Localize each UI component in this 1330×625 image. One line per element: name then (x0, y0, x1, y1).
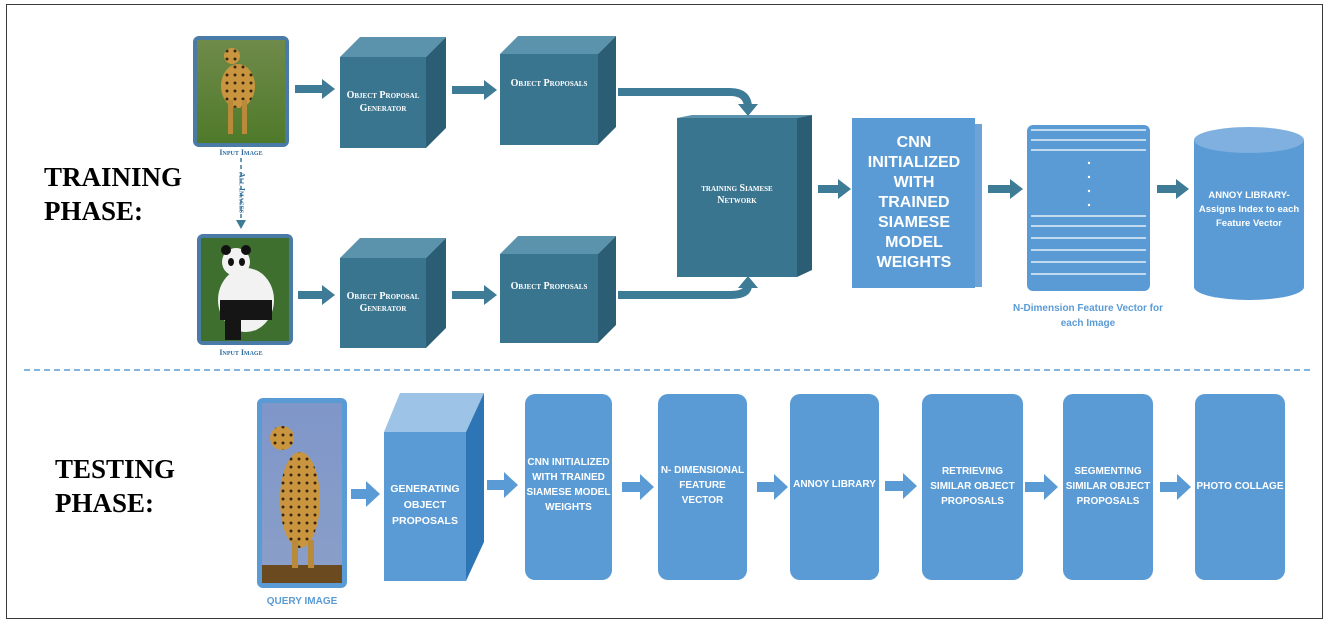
input-image-panda (197, 234, 293, 345)
object-proposals-bottom-label: Object Proposals (510, 280, 588, 292)
input-image-caption-top: Input Image (219, 148, 263, 157)
generating-object-proposals-label: GENERATING OBJECT PROPOSALS (390, 483, 460, 527)
object-proposal-generator-bottom-cube (340, 238, 446, 348)
object-proposals-top-label: Object Proposals (510, 77, 588, 89)
object-proposals-top-cube (500, 36, 616, 145)
siamese-network-label: training Siamese Network (701, 182, 773, 207)
training-phase-label: TRAINING PHASE: (44, 162, 183, 226)
diagram-frame (6, 4, 1323, 619)
feature-vector-block (1027, 125, 1150, 291)
cnn-initialized-testing-label: CNN INITIALIZED WITH TRAINED SIAMESE MOD… (526, 457, 611, 513)
annoy-library-label: ANNOY LIBRARY- Assigns Index to each Fea… (1198, 190, 1300, 229)
n-dimensional-feature-vector-label: N- DIMENSIONAL FEATURE VECTOR (660, 464, 745, 506)
testing-arrows (351, 472, 1191, 507)
retrieving-similar-object-proposals-label: RETRIEVING SIMILAR OBJECT PROPOSALS (930, 465, 1015, 507)
testing-phase-label: TESTING PHASE: (55, 454, 176, 518)
annoy-library-testing-label: ANNOY LIBRARY (793, 478, 876, 490)
annoy-library-database (1194, 127, 1304, 300)
input-image-cheetah (193, 36, 289, 147)
cnn-initialized-box (852, 118, 982, 288)
object-proposals-bottom-cube (500, 236, 616, 343)
photo-collage-label: PHOTO COLLAGE (1196, 480, 1284, 492)
curved-arrow-top (618, 88, 752, 109)
query-image-caption: QUERY IMAGE (266, 596, 338, 607)
training-arrows (295, 79, 1189, 305)
input-image-caption-bottom: Input Image (219, 348, 263, 357)
object-proposal-generator-bottom-label: Object Proposal Generator (346, 290, 420, 315)
object-proposal-generator-top-label: Object Proposal Generator (346, 90, 420, 114)
siamese-network-cube (677, 115, 812, 277)
curved-arrow-bottom (618, 284, 752, 299)
query-image-cheetah (257, 398, 347, 588)
testing-boxes (525, 394, 1285, 580)
all-images-label: All Images (237, 172, 247, 213)
feature-vector-caption: N-Dimension Feature Vector for each Imag… (1012, 303, 1164, 329)
cnn-initialized-label: CNN INITIALIZED WITH TRAINED SIAMESE MOD… (867, 134, 961, 271)
object-proposal-generator-top-cube (340, 37, 446, 148)
segmenting-similar-object-proposals-label: SEGMENTING SIMILAR OBJECT PROPOSALS (1065, 465, 1151, 507)
generating-object-proposals-cube (384, 393, 484, 581)
